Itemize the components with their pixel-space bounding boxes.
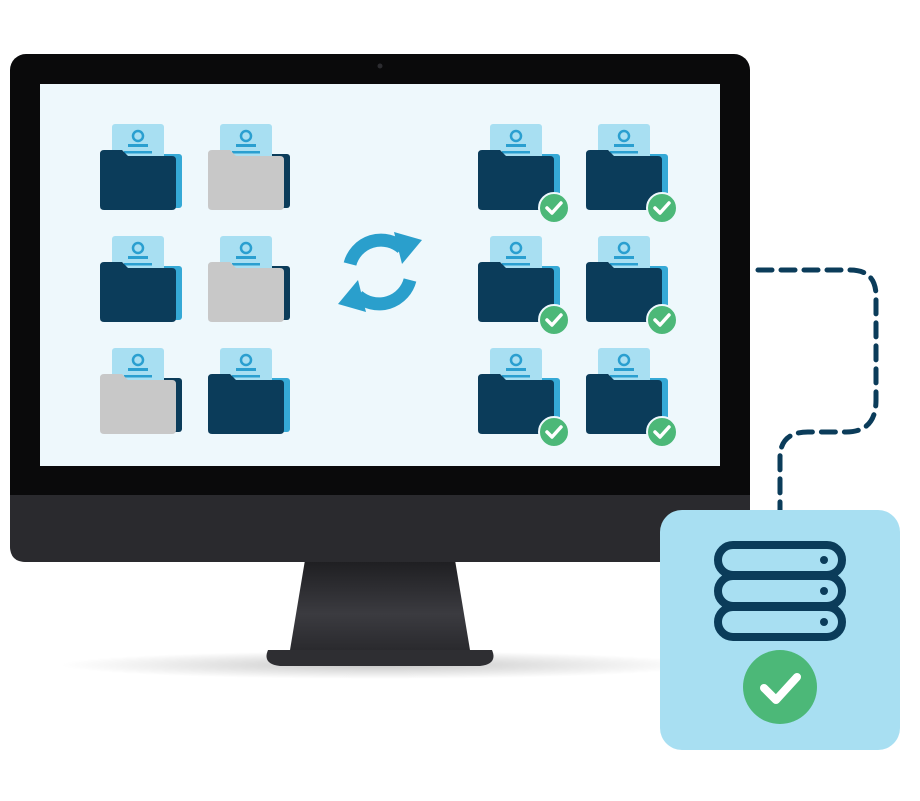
- folder-document-icon: [478, 124, 570, 224]
- folder-document-icon: [586, 348, 678, 448]
- monitor-chin: [10, 495, 750, 562]
- synced-folder-grid: [478, 124, 678, 448]
- dashed-connector: [755, 267, 879, 515]
- folder-document-icon: [100, 236, 182, 322]
- folder-document-icon: [478, 236, 570, 336]
- folder-document-icon: [100, 348, 182, 434]
- server-check-icon: [743, 650, 817, 724]
- folder-document-icon: [586, 236, 678, 336]
- monitor-stand: [266, 560, 494, 666]
- folder-document-icon: [208, 236, 290, 322]
- server-stack-icon: [714, 541, 846, 641]
- server-panel: [660, 510, 900, 750]
- webcam: [377, 63, 383, 69]
- check-badge-icon: [538, 416, 570, 448]
- check-badge-icon: [538, 304, 570, 336]
- check-badge-icon: [646, 192, 678, 224]
- folder-document-icon: [478, 348, 570, 448]
- folder-document-icon: [100, 124, 182, 210]
- folder-document-icon: [208, 348, 290, 434]
- folder-document-icon: [586, 124, 678, 224]
- check-badge-icon: [646, 416, 678, 448]
- folder-document-icon: [208, 124, 290, 210]
- unsynced-folder-grid: [100, 124, 290, 434]
- check-badge-icon: [538, 192, 570, 224]
- sync-arrows-icon: [338, 232, 422, 312]
- check-badge-icon: [646, 304, 678, 336]
